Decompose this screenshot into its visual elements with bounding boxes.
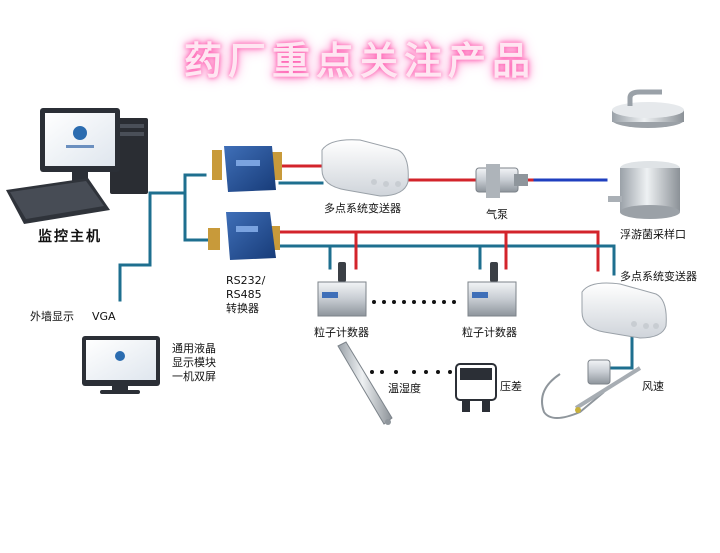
vga-label: VGA <box>92 310 116 323</box>
lcd-label-line1: 通用液晶 <box>172 342 216 355</box>
page-title: 药厂重点关注产品 <box>183 39 536 83</box>
wall-display-label: 外墙显示 <box>30 310 74 323</box>
sampler-icon <box>608 89 684 219</box>
wire-bus-teal <box>278 244 616 276</box>
transmitter-right-icon <box>581 282 667 339</box>
wire-bus-red <box>278 230 600 272</box>
host-computer-icon <box>6 108 148 224</box>
transmitter-top-icon <box>321 139 409 197</box>
pump-icon <box>475 164 528 198</box>
converter-label-line3: 转换器 <box>226 302 259 315</box>
wire-host-down-vga <box>118 191 152 302</box>
pressure-label: 压差 <box>500 380 522 393</box>
wire-host-to-converters <box>148 173 207 195</box>
dots-counters <box>372 300 456 304</box>
temp-humidity-probe-icon <box>337 341 393 425</box>
converter-1-icon <box>212 146 282 192</box>
wire-right-down <box>610 328 634 370</box>
transmitter-right-label: 多点系统变送器 <box>620 270 697 283</box>
wind-speed-probe-icon <box>541 359 642 419</box>
particle-counter-1-icon <box>317 262 367 317</box>
wind-speed-label: 风速 <box>642 380 664 393</box>
converter-2-icon <box>208 212 280 260</box>
dotted-links <box>370 300 456 374</box>
lcd-monitor-icon <box>82 336 160 394</box>
particle-counter-2-label: 粒子计数器 <box>462 326 517 339</box>
pressure-sensor-icon <box>455 363 497 412</box>
temp-humidity-label: 温湿度 <box>388 382 421 395</box>
lcd-label-line3: 一机双屏 <box>172 370 216 383</box>
host-label: 监控主机 <box>38 229 102 245</box>
sampler-label: 浮游菌采样口 <box>620 228 686 241</box>
converter-label-line2: RS485 <box>226 288 262 301</box>
dots-sensors <box>370 370 452 374</box>
particle-counter-2-icon <box>467 262 517 317</box>
converter-label-line1: RS232/ <box>226 274 266 287</box>
particle-counter-1-label: 粒子计数器 <box>314 326 369 339</box>
wire-host-to-converter2 <box>183 191 212 242</box>
transmitter-top-label: 多点系统变送器 <box>324 202 401 215</box>
lcd-label-line2: 显示模块 <box>172 356 216 369</box>
pump-label: 气泵 <box>486 208 508 221</box>
wires <box>118 164 634 370</box>
